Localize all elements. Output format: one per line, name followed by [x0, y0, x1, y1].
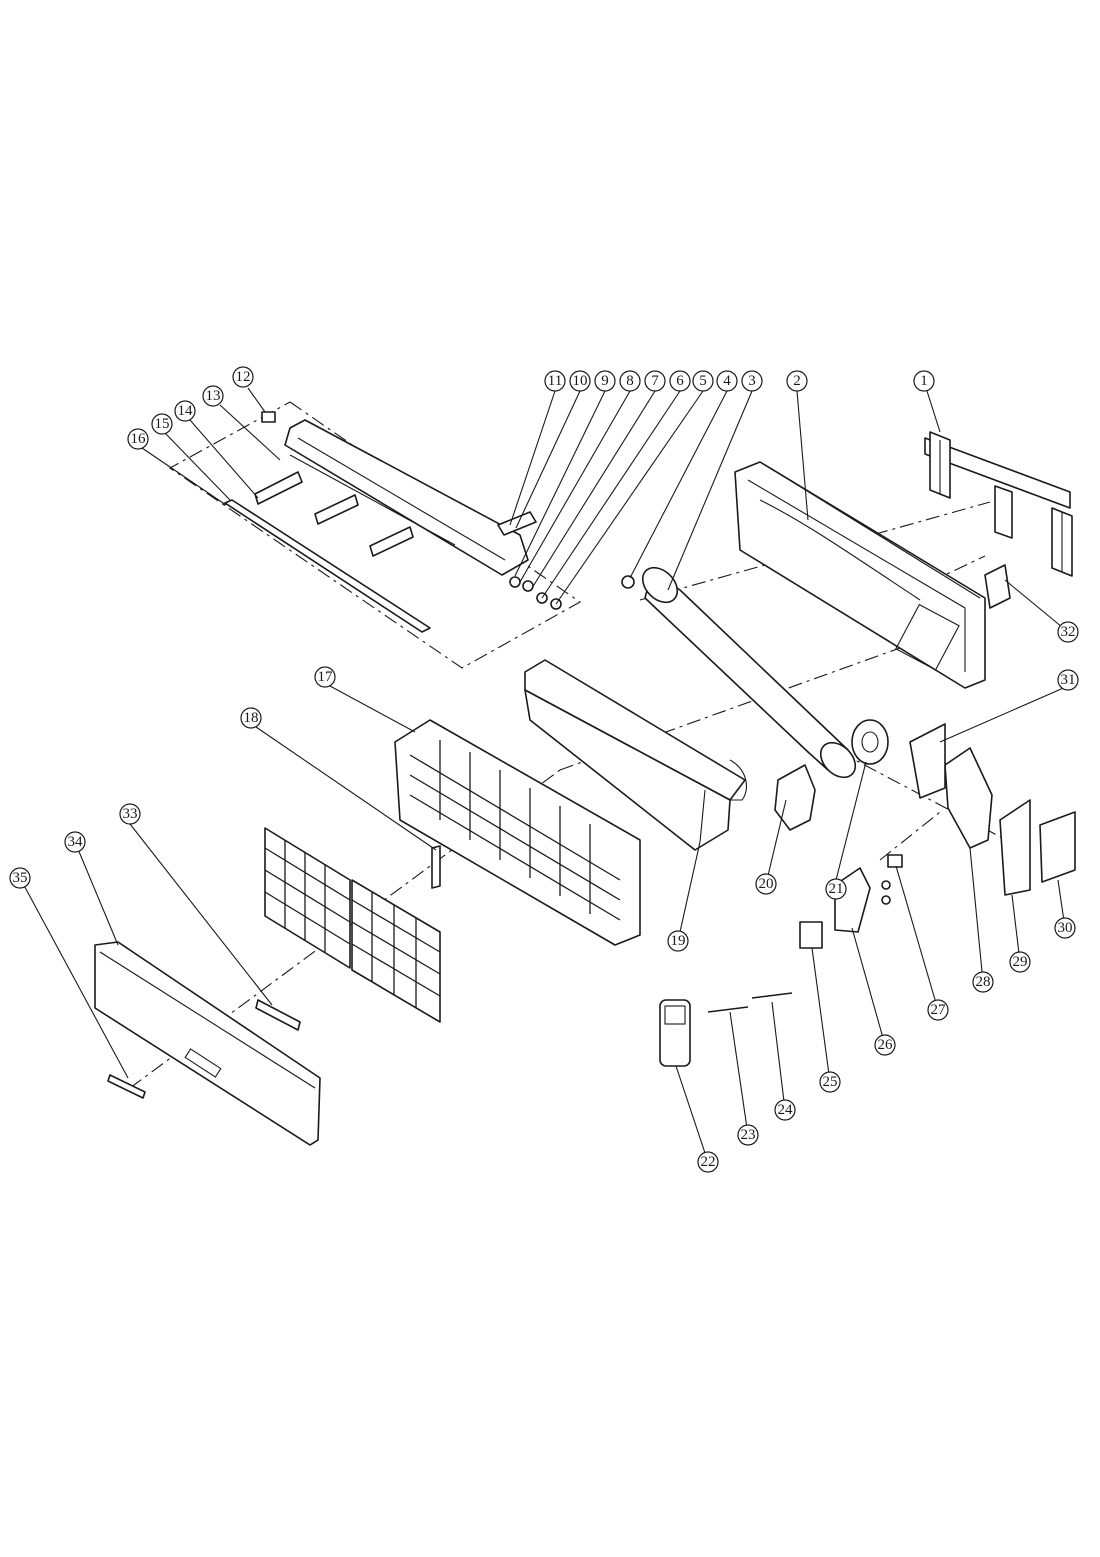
callout-21: 21	[825, 878, 847, 900]
callout-9: 9	[594, 370, 616, 392]
callout-22: 22	[697, 1151, 719, 1173]
callout-4: 4	[716, 370, 738, 392]
callout-16: 16	[127, 428, 149, 450]
callout-15: 15	[151, 413, 173, 435]
svg-text:16: 16	[131, 431, 147, 447]
part-front-panel	[94, 941, 321, 1146]
callout-13: 13	[202, 385, 224, 407]
callout-32: 32	[1057, 621, 1079, 643]
callout-20: 20	[755, 873, 777, 895]
part-bearing	[621, 575, 635, 589]
svg-text:2: 2	[793, 373, 801, 389]
part-cross-flow-fan	[641, 566, 857, 779]
callout-34: 34	[64, 831, 86, 853]
svg-text:15: 15	[155, 416, 170, 432]
callout-30: 30	[1054, 917, 1076, 939]
part-logo	[107, 1074, 146, 1099]
part-ebox-bracket	[834, 867, 871, 933]
callout-31: 31	[1057, 669, 1079, 691]
callout-26: 26	[874, 1034, 896, 1056]
part-front-frame	[394, 719, 641, 946]
svg-text:6: 6	[676, 373, 684, 389]
svg-text:17: 17	[318, 669, 334, 685]
svg-text:28: 28	[976, 974, 991, 990]
svg-text:4: 4	[723, 373, 731, 389]
part-electric-box	[944, 747, 993, 849]
part-terminal-board	[799, 921, 823, 949]
part-sensor-b	[751, 992, 793, 999]
callout-29: 29	[1009, 951, 1031, 973]
part-chassis	[734, 461, 986, 689]
svg-text:30: 30	[1058, 920, 1073, 936]
svg-text:21: 21	[829, 881, 844, 897]
svg-text:35: 35	[13, 870, 28, 886]
svg-text:10: 10	[573, 373, 588, 389]
part-sensor-a	[707, 1006, 749, 1013]
callout-1: 1	[913, 370, 935, 392]
svg-text:23: 23	[741, 1127, 756, 1143]
svg-text:32: 32	[1061, 624, 1076, 640]
svg-text:9: 9	[601, 373, 609, 389]
svg-text:19: 19	[671, 933, 686, 949]
callout-27: 27	[927, 999, 949, 1021]
callout-28: 28	[972, 971, 994, 993]
part-upper-cover	[909, 723, 946, 799]
svg-text:5: 5	[699, 373, 707, 389]
svg-text:24: 24	[778, 1102, 794, 1118]
svg-text:3: 3	[748, 373, 756, 389]
callout-11: 11	[544, 370, 566, 392]
svg-text:18: 18	[244, 710, 259, 726]
part-side-cover	[1039, 811, 1076, 883]
svg-text:34: 34	[68, 834, 84, 850]
svg-text:8: 8	[626, 373, 634, 389]
svg-text:29: 29	[1013, 954, 1028, 970]
callout-12: 12	[232, 366, 254, 388]
svg-text:1: 1	[920, 373, 928, 389]
part-ebox-cover	[999, 799, 1031, 896]
callout-10: 10	[569, 370, 591, 392]
callout-33: 33	[119, 803, 141, 825]
callout-6: 6	[669, 370, 691, 392]
callout-5: 5	[692, 370, 714, 392]
part-evaporator	[524, 659, 748, 851]
callout-14: 14	[174, 400, 196, 422]
svg-text:33: 33	[123, 806, 138, 822]
callout-25: 25	[819, 1071, 841, 1093]
svg-text:13: 13	[206, 388, 221, 404]
svg-text:22: 22	[701, 1154, 716, 1170]
svg-text:31: 31	[1061, 672, 1076, 688]
callout-35: 35	[9, 867, 31, 889]
svg-text:26: 26	[878, 1037, 894, 1053]
callout-8: 8	[619, 370, 641, 392]
part-motor-holder	[774, 764, 816, 831]
part-bracket	[984, 564, 1011, 609]
callout-7: 7	[644, 370, 666, 392]
part-air-filters	[264, 827, 441, 1023]
callout-17: 17	[314, 666, 336, 688]
svg-text:7: 7	[651, 373, 659, 389]
svg-text:25: 25	[823, 1074, 838, 1090]
leader-lines	[19, 387, 1069, 1163]
part-display-board	[255, 999, 301, 1031]
part-small-components	[881, 854, 903, 905]
part-louver-assembly	[224, 411, 562, 633]
callout-24: 24	[774, 1099, 796, 1121]
callout-23: 23	[737, 1124, 759, 1146]
svg-text:11: 11	[548, 373, 562, 389]
part-mounting-plate	[924, 431, 1073, 577]
callout-3: 3	[741, 370, 763, 392]
svg-text:12: 12	[236, 369, 251, 385]
callout-2: 2	[786, 370, 808, 392]
svg-text:20: 20	[759, 876, 774, 892]
svg-text:27: 27	[931, 1002, 947, 1018]
part-strip	[431, 845, 441, 889]
callout-18: 18	[240, 707, 262, 729]
svg-text:14: 14	[178, 403, 194, 419]
part-fan-motor	[851, 719, 889, 765]
part-remote-controller	[659, 999, 691, 1067]
callout-19: 19	[667, 930, 689, 952]
